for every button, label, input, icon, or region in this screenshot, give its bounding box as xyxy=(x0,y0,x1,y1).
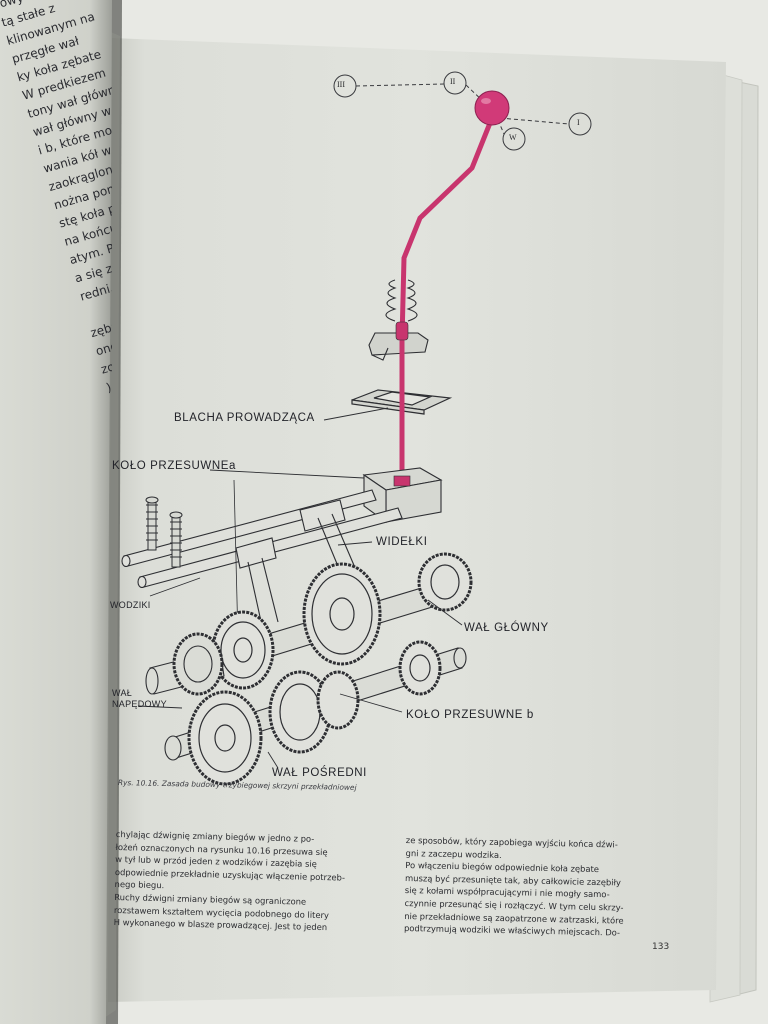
lever-knob xyxy=(474,90,510,126)
label-forks: WIDEŁKI xyxy=(376,536,428,548)
label-countershaft: WAŁ POŚREDNI xyxy=(272,767,367,779)
left-page xyxy=(0,0,112,1024)
label-main-shaft: WAŁ GŁÓWNY xyxy=(464,622,549,634)
gear-pos-i: I xyxy=(577,118,580,127)
right-page-column-1: chylając dźwignię zmiany biegów w jedno … xyxy=(114,828,386,935)
position-circle-i xyxy=(568,112,592,136)
label-a: a xyxy=(229,460,236,472)
label-rails: WODZIKI xyxy=(110,600,151,610)
position-circle-w xyxy=(502,127,526,151)
gear-pos-w: W xyxy=(509,133,517,142)
position-circle-ii xyxy=(443,71,467,95)
label-drive-shaft: WAŁ NAPĘDOWY xyxy=(112,688,167,709)
gear-pos-ii: II xyxy=(450,77,456,86)
gear-pos-iii: III xyxy=(337,80,345,89)
label-sliding-gear-a: KOŁO PRZESUWNE xyxy=(112,460,230,472)
page-number: 133 xyxy=(652,942,670,952)
label-guide-plate: BLACHA PROWADZĄCA xyxy=(174,412,315,424)
label-sliding-gear-b: KOŁO PRZESUWNE b xyxy=(406,709,534,721)
right-page-column-2: ze sposobów, który zapobiega wyjściu koń… xyxy=(404,834,686,941)
right-page xyxy=(108,38,726,1002)
